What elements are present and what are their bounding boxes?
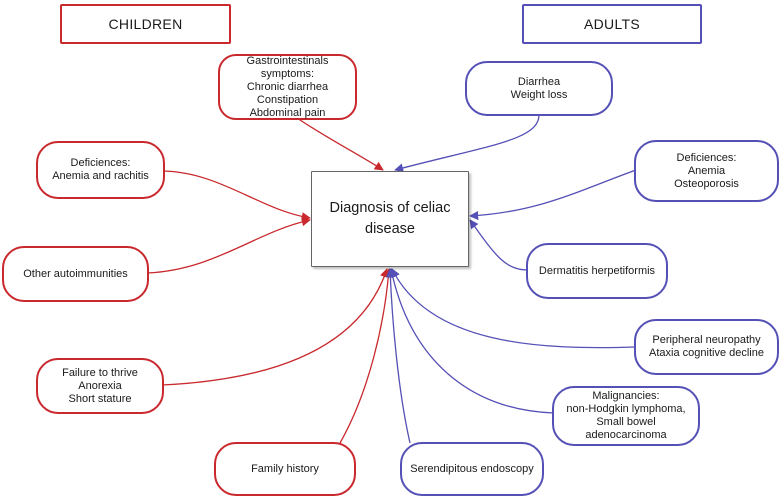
header-adults: ADULTS (522, 4, 702, 44)
connector-malignancies (388, 268, 555, 414)
node-text: adenocarcinoma (585, 429, 667, 441)
child-node-autoimmunities: Other autoimmunities (2, 246, 149, 302)
node-text: Diarrhea (517, 75, 561, 88)
node-text: Weight loss (510, 88, 568, 101)
node-text: Serendipitous endoscopy (410, 462, 534, 475)
adult-node-diarrhea: Diarrhea Weight loss (465, 61, 613, 116)
node-text: non-Hodgkin lymphoma, (566, 403, 686, 415)
connector-neuropathy (391, 268, 637, 349)
adult-node-malignancies: Malignancies: non-Hodgkin lymphoma, Smal… (552, 386, 700, 446)
connector-autoimmunities (146, 217, 311, 274)
node-text: Family history (251, 462, 319, 475)
node-text: Anemia (687, 164, 726, 177)
header-adults-label: ADULTS (584, 15, 640, 32)
connector-dermatitis (469, 219, 529, 271)
connector-child-deficiences (162, 170, 311, 222)
node-text: Dermatitis herpetiformis (538, 264, 656, 277)
adult-node-neuropathy: Peripheral neuropathy Ataxia cognitive d… (634, 319, 779, 375)
node-text: Deficiences: (676, 151, 737, 164)
child-node-failure: Failure to thrive Anorexia Short stature (36, 358, 164, 414)
connector-failure (161, 268, 389, 386)
child-node-family: Family history (214, 442, 356, 496)
center-node: Diagnosis of celiac disease (311, 171, 469, 267)
node-text: Short stature (68, 392, 132, 405)
node-text: Constipation (256, 93, 319, 106)
connector-gastro (296, 117, 384, 171)
adult-node-dermatitis: Dermatitis herpetiformis (526, 243, 668, 299)
center-line: disease (365, 221, 415, 237)
child-node-deficiences: Deficiences: Anemia and rachitis (36, 141, 165, 199)
connector-endoscopy (385, 268, 411, 444)
node-text: Anemia and rachitis (52, 170, 149, 182)
header-children-label: CHILDREN (108, 15, 183, 32)
node-text: Abdominal pain (249, 106, 326, 119)
connector-family (339, 268, 393, 444)
node-text: Ataxia cognitive decline (649, 347, 764, 359)
center-line: Diagnosis of celiac (329, 200, 451, 216)
node-text: symptoms: (260, 67, 315, 80)
adult-node-deficiences: Deficiences: Anemia Osteoporosis (634, 140, 779, 202)
connector-diarrhea (394, 113, 540, 173)
node-text: Small bowel (596, 416, 656, 428)
node-text: Other autoimmunities (23, 267, 128, 280)
child-node-gastro: Gastrointestinals symptoms: Chronic diar… (218, 54, 357, 120)
node-text: Osteoporosis (674, 177, 739, 190)
node-text: Chronic diarrhea (246, 80, 329, 93)
connector-adult-deficiences (469, 169, 637, 221)
node-text: Malignancies: (592, 390, 660, 402)
adult-node-endoscopy: Serendipitous endoscopy (400, 442, 544, 496)
node-text: Deficiences: (70, 157, 131, 169)
node-text: Peripheral neuropathy (652, 334, 761, 346)
node-text: Failure to thrive (62, 366, 138, 379)
header-children: CHILDREN (60, 4, 231, 44)
node-text: Anorexia (78, 379, 122, 392)
node-text: Gastrointestinals (246, 54, 329, 67)
